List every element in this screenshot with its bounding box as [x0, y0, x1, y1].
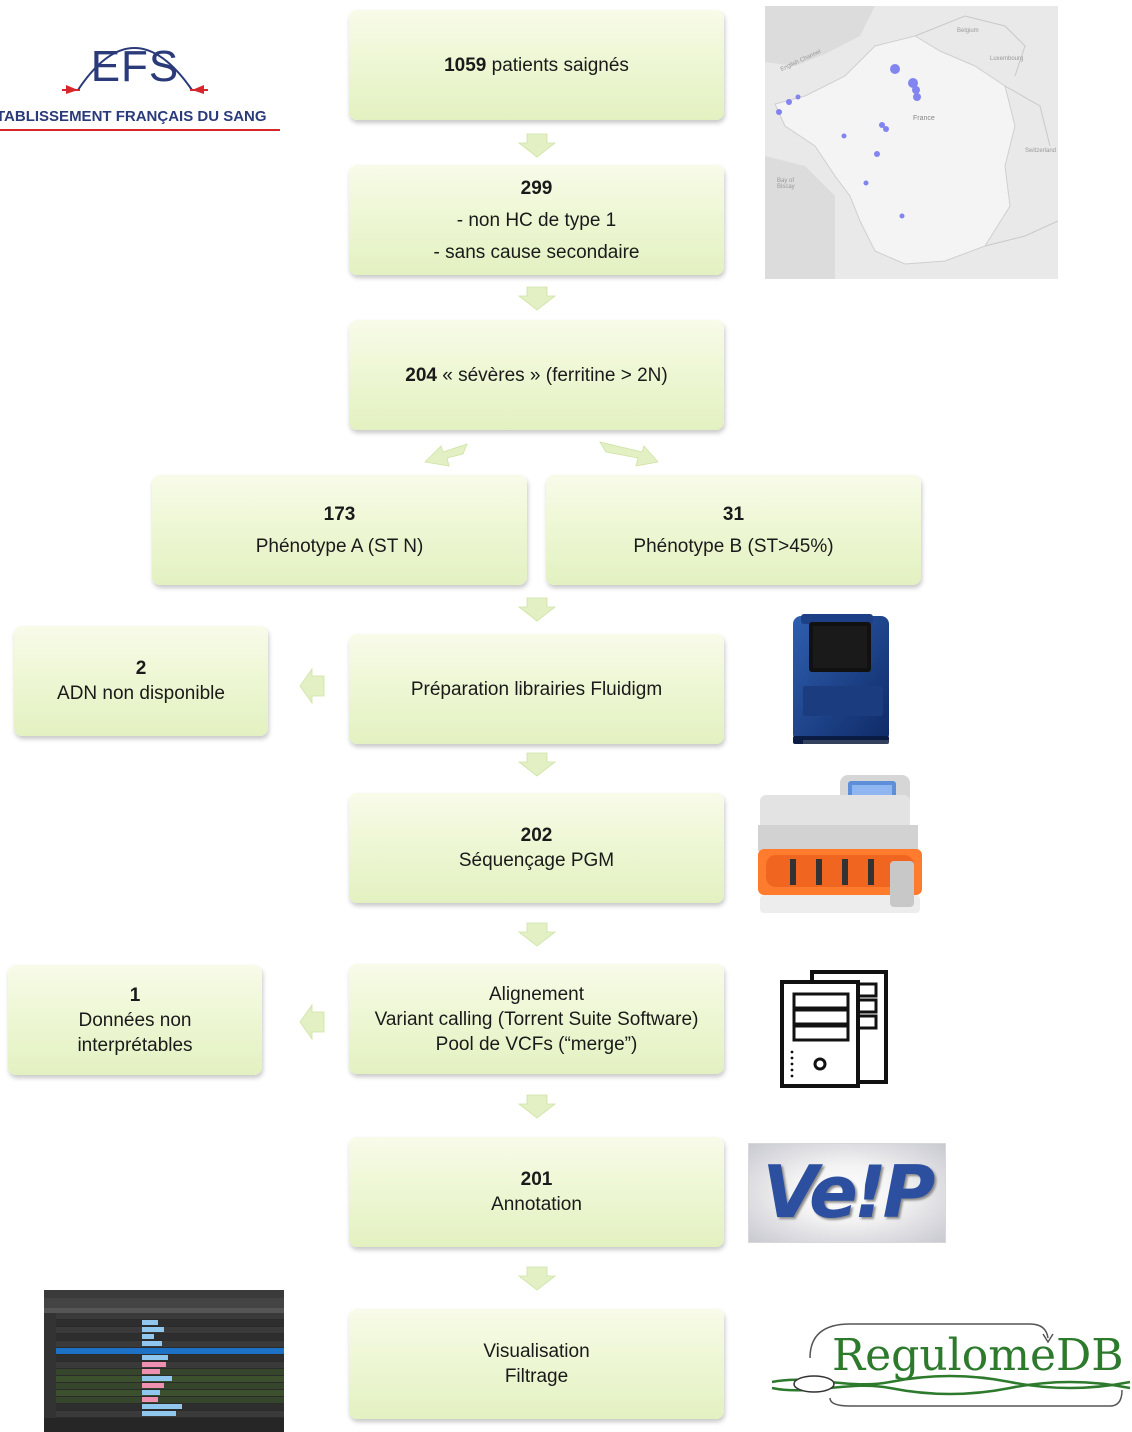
step-non-hc1: 299 - non HC de type 1 - sans cause seco…	[349, 165, 724, 275]
map-label-belgium: Belgium	[957, 28, 979, 34]
step-phenotype-b: 31 Phénotype B (ST>45%)	[546, 475, 921, 585]
vep-logo: Ve!P	[748, 1143, 946, 1243]
alignment-label: Alignement	[488, 983, 585, 1005]
step-annotation: 201 Annotation	[349, 1137, 724, 1247]
regulomedb-logo: RegulomeDB	[770, 1318, 1132, 1410]
count-204: 204	[405, 364, 437, 386]
france-map: English Channel Belgium Luxembourg Franc…	[765, 6, 1058, 279]
uninterpretable-line1: Données non	[78, 1009, 192, 1031]
arrow-down-left-icon	[423, 442, 469, 470]
count-173: 173	[323, 503, 356, 525]
arrow-left-icon	[298, 1003, 326, 1041]
step-visualisation: Visualisation Filtrage	[349, 1309, 724, 1419]
visualisation-label: Visualisation	[483, 1341, 590, 1362]
arrow-left-icon	[298, 667, 326, 705]
arrow-down-icon	[517, 1266, 557, 1291]
phenotype-a-label: Phénotype A (ST N)	[255, 535, 424, 557]
filtering-label: Filtrage	[504, 1366, 569, 1387]
uninterpretable-line2: interprétables	[77, 1034, 193, 1056]
no-dna-label: ADN non disponible	[57, 683, 225, 704]
count-1: 1	[129, 984, 141, 1006]
excluded-uninterpretable: 1 Données non interprétables	[8, 965, 262, 1075]
map-label-luxembourg: Luxembourg	[990, 56, 1024, 62]
criterion-no-secondary-cause: - sans cause secondaire	[433, 241, 640, 263]
count-2: 2	[135, 658, 147, 679]
fluidigm-instrument-image	[783, 608, 903, 748]
library-prep-label: Préparation librairies Fluidigm	[410, 678, 663, 700]
arrow-down-right-icon	[598, 440, 660, 470]
map-label-switzerland: Switzerland	[1025, 148, 1057, 154]
count-201: 201	[520, 1169, 553, 1190]
arrow-down-icon	[517, 1094, 557, 1119]
arrow-down-icon	[517, 922, 557, 947]
count-299: 299	[520, 177, 553, 199]
step-severe: 204 « sévères » (ferritine > 2N)	[349, 320, 724, 430]
criterion-non-hc: - non HC de type 1	[456, 209, 617, 231]
server-icon	[778, 968, 890, 1088]
count-202: 202	[520, 825, 553, 846]
efs-full-name: ÉTABLISSEMENT FRANÇAIS DU SANG	[0, 108, 267, 125]
regulomedb-text: RegulomeDB	[832, 1330, 1124, 1381]
software-screenshot-image	[44, 1290, 284, 1432]
variant-calling-label: Variant calling (Torrent Suite Software)	[374, 1008, 699, 1030]
efs-logo: EFS ÉTABLISSEMENT FRANÇAIS DU SANG	[0, 18, 285, 138]
vep-logo-text: Ve!P	[762, 1150, 936, 1234]
step-sequencing: 202 Séquençage PGM	[349, 793, 724, 903]
efs-acronym: EFS	[90, 42, 180, 91]
arrow-down-icon	[517, 752, 557, 777]
arrow-down-icon	[517, 133, 557, 158]
step-phenotype-a: 173 Phénotype A (ST N)	[152, 475, 527, 585]
map-label-biscay: Bay of Biscay	[777, 178, 795, 190]
annotation-label: Annotation	[491, 1194, 582, 1215]
map-label-france: France	[913, 115, 935, 122]
count-31: 31	[722, 503, 745, 525]
patients-label: patients saignés	[486, 54, 629, 76]
phenotype-b-label: Phénotype B (ST>45%)	[633, 535, 834, 557]
step-library-prep: Préparation librairies Fluidigm	[349, 634, 724, 744]
count-1059: 1059	[444, 54, 487, 76]
vcf-pool-label: Pool de VCFs (“merge”)	[435, 1033, 638, 1055]
step-patients-bled: 1059 patients saignés	[349, 10, 724, 120]
sequencing-label: Séquençage PGM	[458, 850, 615, 871]
step-alignment: Alignement Variant calling (Torrent Suit…	[349, 964, 724, 1074]
pgm-sequencer-image	[750, 765, 930, 925]
severe-label: « sévères » (ferritine > 2N)	[436, 364, 668, 386]
arrow-down-icon	[517, 597, 557, 622]
excluded-no-dna: 2 ADN non disponible	[14, 626, 268, 736]
arrow-down-icon	[517, 286, 557, 311]
